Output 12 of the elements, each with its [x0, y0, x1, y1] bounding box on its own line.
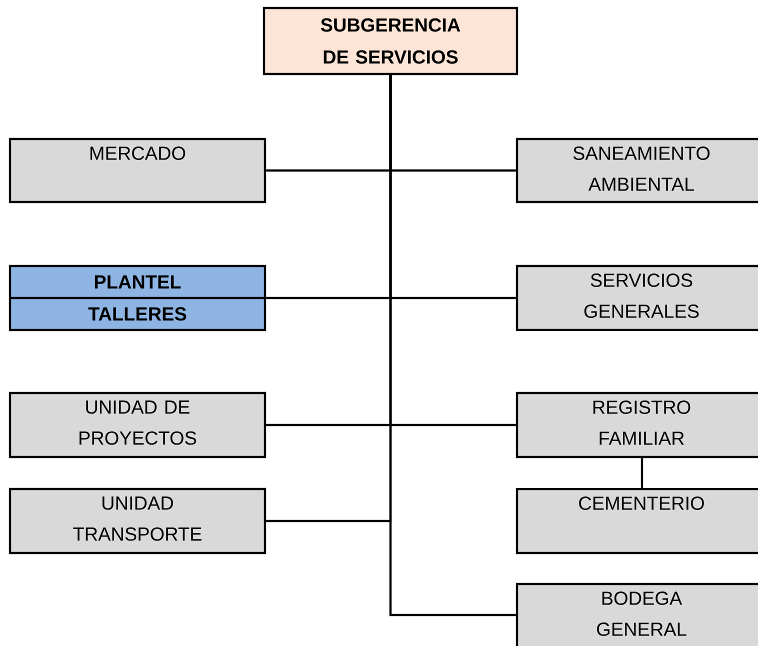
unit-box: BODEGA GENERAL — [516, 582, 758, 646]
connector-line — [389, 75, 516, 616]
unit-box: PLANTEL TALLERES — [8, 264, 266, 332]
unit-box: CEMENTERIO — [516, 488, 758, 554]
unit-box: UNIDAD DE PROYECTOS — [8, 392, 266, 458]
unit-box: REGISTRO FAMILIAR — [516, 392, 758, 458]
unit-box: SANEAMIENTO AMBIENTAL — [516, 138, 758, 204]
title-box: SUBGERENCIA DE SERVICIOS — [262, 6, 518, 76]
unit-box: UNIDAD TRANSPORTE — [8, 488, 266, 554]
unit-box: SERVICIOS GENERALES — [516, 264, 758, 332]
connector-line — [640, 458, 644, 488]
unit-box: MERCADO — [8, 138, 266, 204]
